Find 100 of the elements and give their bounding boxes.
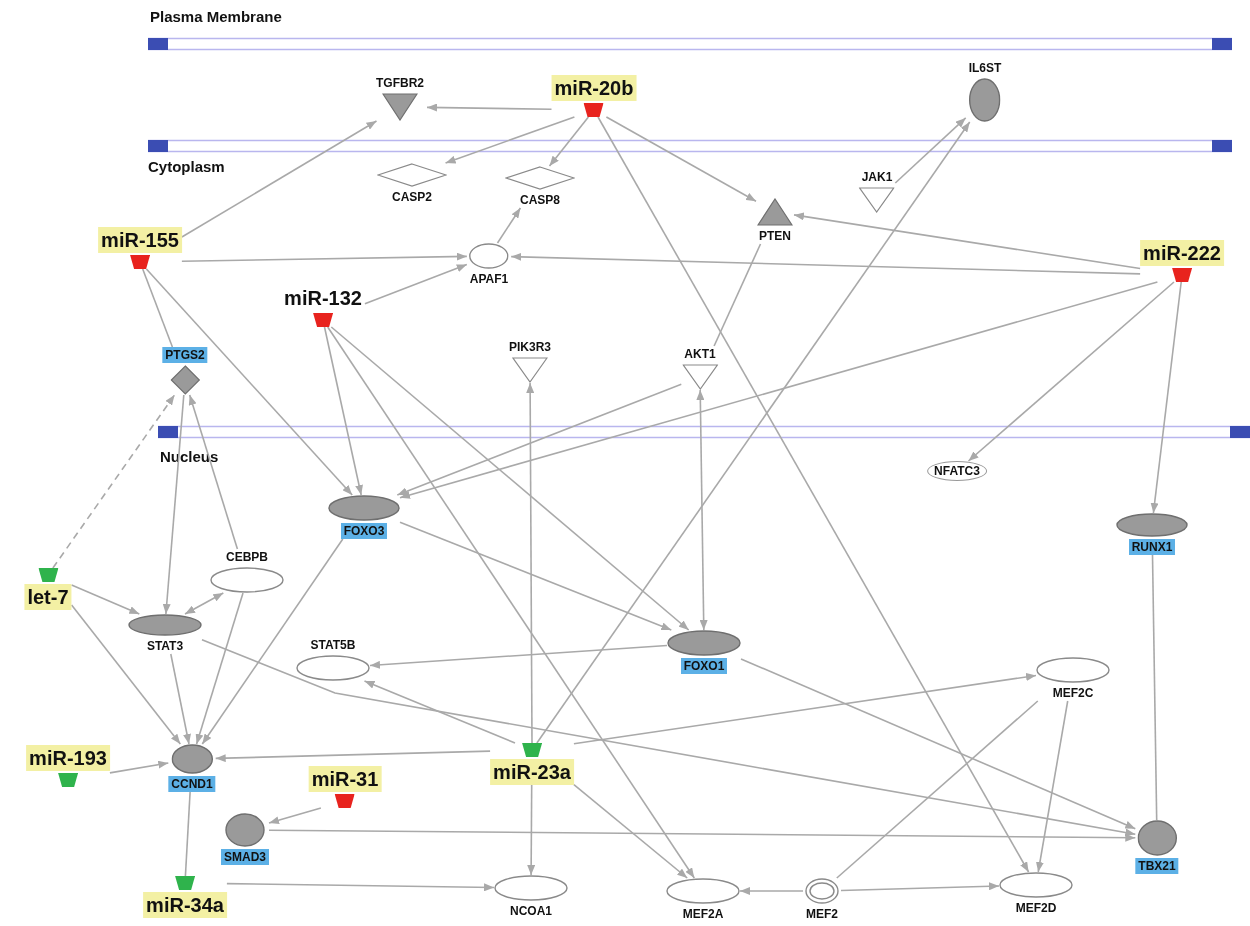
interaction-arrow [52, 394, 176, 569]
interaction-arrow [145, 268, 353, 496]
interaction-arrow [326, 326, 696, 879]
gene-oval: NFATC3 [927, 461, 987, 481]
gene-label: NCOA1 [509, 903, 553, 919]
mirna-node [551, 75, 637, 117]
interaction-arrow [444, 116, 576, 164]
mirna-node [490, 743, 574, 785]
interaction-arrow [526, 382, 535, 744]
interaction-arrow [396, 383, 683, 496]
mirna-node [308, 766, 382, 808]
mirna-label: miR-132 [283, 286, 363, 311]
compartment-label: Nucleus [160, 448, 219, 465]
interaction-arrow [426, 103, 553, 112]
gene-label: FOXO3 [340, 523, 388, 539]
interaction-arrow [181, 252, 468, 263]
gene-label: PIK3R3 [508, 339, 552, 355]
oval-node [1135, 820, 1179, 874]
interaction-arrow [605, 116, 757, 203]
oval-node [296, 637, 370, 681]
interaction-arrow [268, 829, 1137, 842]
gene-label: AKT1 [683, 346, 717, 362]
gene-label: CASP8 [519, 192, 561, 208]
oval-node [667, 630, 741, 674]
oval-node [328, 495, 400, 539]
gene-label: RUNX1 [1128, 539, 1176, 555]
compartment-label: Plasma Membrane [150, 8, 282, 25]
mirna-label: miR-23a [490, 759, 574, 785]
gene-label: STAT3 [145, 638, 185, 654]
interaction-arrow [188, 394, 239, 550]
interaction-arrow [573, 783, 688, 879]
mirna-node [143, 876, 227, 918]
interaction-arrow [399, 281, 1159, 499]
interaction-arrow [536, 121, 971, 744]
gene-label: PTGS2 [162, 347, 208, 363]
mirna-label: miR-222 [1140, 240, 1224, 266]
oval-node [168, 744, 216, 792]
interaction-arrow [201, 538, 344, 745]
interaction-arrow [548, 116, 590, 167]
interaction-line [713, 243, 762, 347]
mirna-node [98, 227, 182, 269]
mirna-label: miR-155 [98, 227, 182, 253]
gene-label: IL6ST [967, 60, 1003, 76]
mirna-label: miR-20b [551, 75, 637, 101]
mirna-node [26, 745, 110, 787]
interaction-arrow [70, 584, 141, 615]
interaction-arrow [214, 750, 491, 763]
gene-label: MEF2C [1051, 685, 1095, 701]
interaction-arrow [399, 521, 673, 631]
interaction-arrow [967, 281, 1175, 462]
gene-label: CEBPB [225, 549, 269, 565]
interaction-arrow [109, 760, 170, 774]
interaction-arrow [597, 116, 1030, 873]
interaction-arrow [226, 882, 495, 892]
gene-label: MEF2A [681, 906, 725, 922]
interaction-arrow [510, 252, 1141, 275]
mirna-label: miR-193 [26, 745, 110, 771]
gene-label: CASP2 [391, 189, 433, 205]
interaction-arrow [573, 673, 1037, 745]
gene-label: MEF2 [805, 906, 839, 922]
gene-label: APAF1 [468, 271, 510, 287]
interaction-arrow [195, 592, 244, 745]
oval-node [210, 549, 284, 593]
interaction-arrow [323, 326, 363, 496]
interaction-arrow [894, 117, 967, 184]
gene-label: TGFBR2 [375, 75, 425, 91]
interaction-arrow [184, 592, 225, 615]
gene-label: CCND1 [168, 776, 216, 792]
diamond-node [162, 347, 208, 395]
interaction-arrow [696, 389, 708, 631]
triangle-node [373, 75, 427, 121]
mirna-node [1140, 240, 1224, 282]
triangle-node [858, 169, 896, 213]
interaction-arrow [739, 887, 804, 895]
interaction-arrow [364, 263, 468, 305]
interaction-arrow [496, 207, 522, 244]
interaction-arrow [330, 326, 690, 631]
gene-label: FOXO1 [680, 658, 728, 674]
mirna-label: let-7 [24, 584, 72, 610]
interaction-arrow [1150, 281, 1182, 514]
gene-label: STAT5B [309, 637, 357, 653]
interaction-arrow [793, 212, 1141, 270]
interaction-arrow [527, 784, 536, 876]
interaction-arrow [70, 604, 182, 745]
interaction-arrow [369, 644, 668, 669]
interaction-arrow [201, 639, 1137, 837]
interaction-arrow [181, 120, 378, 238]
oval-node [1116, 513, 1188, 555]
interaction-arrow [170, 653, 191, 745]
interaction-arrow [840, 882, 1000, 892]
interaction-arrow [1035, 700, 1069, 873]
interaction-arrow [268, 807, 322, 825]
gene-label: JAK1 [860, 169, 894, 185]
interaction-arrow [363, 680, 516, 744]
mirna-label: miR-34a [143, 892, 227, 918]
triangle-node [506, 339, 554, 383]
interaction-arrow [162, 394, 185, 615]
interaction-line [836, 700, 1039, 879]
gene-label: PTEN [758, 228, 792, 244]
interaction-line [1151, 554, 1158, 821]
